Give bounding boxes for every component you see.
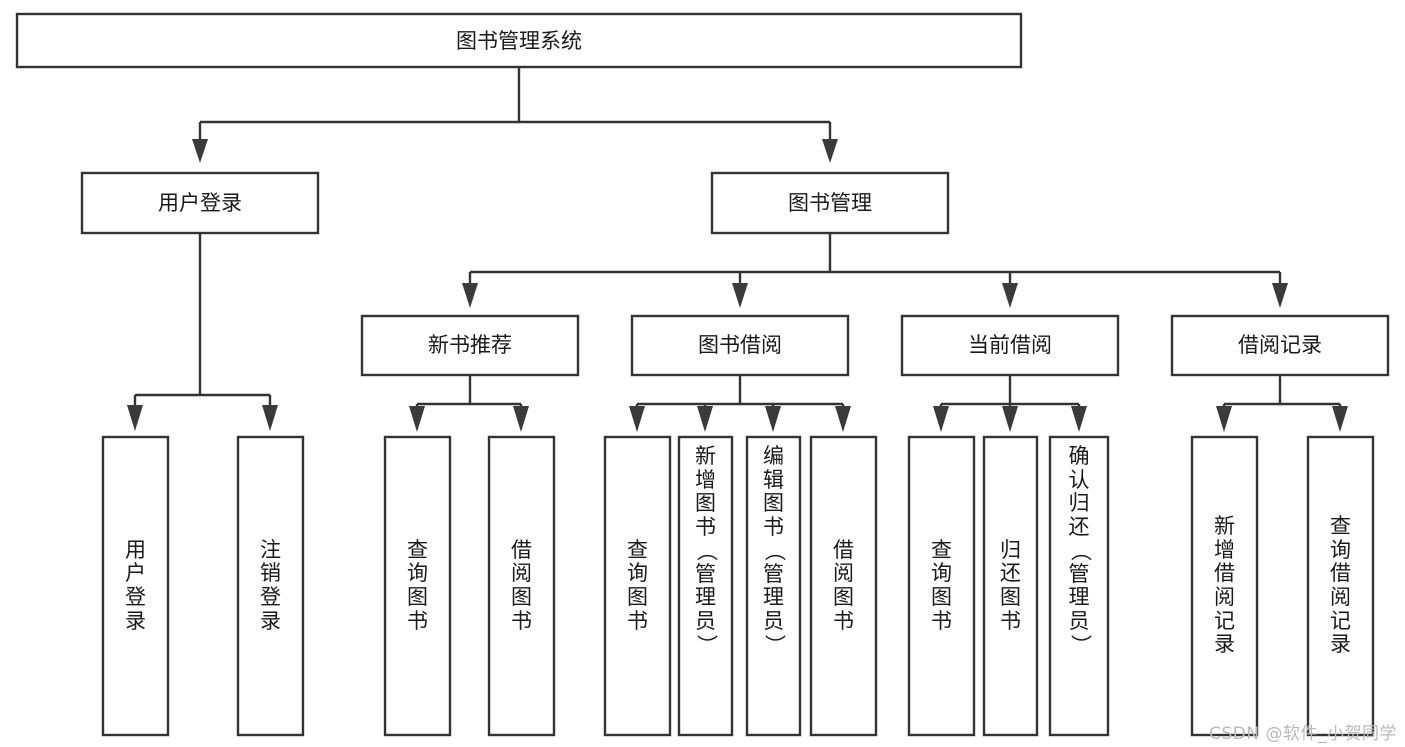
leaf-box-return-book[interactable] (982, 435, 1039, 737)
node-borrow-record-box[interactable] (1170, 314, 1390, 377)
leaf-box-add-book[interactable] (677, 435, 734, 737)
node-user-login-box[interactable] (80, 171, 320, 235)
arrow-user-login-leaf-2 (262, 405, 278, 431)
node-book-management-label: 图书管理 (788, 191, 872, 215)
arrow-root-to-book-management (822, 139, 838, 163)
connector-layer (127, 67, 1348, 432)
arrow-bm-to-current-borrow (1002, 283, 1018, 308)
node-root-label: 图书管理系统 (456, 29, 582, 53)
node-root-box[interactable] (15, 12, 1023, 69)
leaf-box-confirm-return[interactable] (1048, 435, 1110, 737)
arrow-cb-leaf-3 (1071, 406, 1087, 432)
node-book-borrow-label: 图书借阅 (698, 333, 782, 357)
arrow-nb-leaf-1 (409, 406, 425, 432)
node-new-book-recommend-label: 新书推荐 (428, 333, 512, 357)
arrow-bm-to-new-book-recommend (462, 283, 478, 308)
node-book-management-box[interactable] (710, 171, 950, 235)
arrow-cb-leaf-2 (1002, 406, 1018, 432)
arrow-root-to-user-login (192, 139, 208, 163)
leaf-box-query-book-2[interactable] (603, 435, 672, 737)
arrow-nb-leaf-2 (513, 406, 529, 432)
node-new-book-recommend-box[interactable] (360, 314, 580, 377)
arrow-bm-to-book-borrow (732, 283, 748, 308)
leaf-box-edit-book[interactable] (745, 435, 802, 737)
leaf-box-query-record[interactable] (1306, 435, 1375, 737)
node-user-login-label: 用户登录 (158, 191, 242, 215)
arrow-bb-leaf-1 (629, 406, 645, 432)
leaf-box-query-book-3[interactable] (907, 435, 976, 737)
arrow-br-leaf-1 (1216, 406, 1232, 432)
arrow-br-leaf-2 (1332, 406, 1348, 432)
leaf-box-query-book-1[interactable] (383, 435, 452, 737)
node-current-borrow-box[interactable] (900, 314, 1120, 377)
leaf-box-borrow-book-2[interactable] (809, 435, 878, 737)
node-book-borrow-box[interactable] (630, 314, 850, 377)
node-current-borrow-label: 当前借阅 (968, 333, 1052, 357)
arrow-bm-to-borrow-record (1272, 283, 1288, 308)
arrow-bb-leaf-3 (765, 406, 781, 432)
node-borrow-record-label: 借阅记录 (1238, 333, 1322, 357)
arrow-bb-leaf-2 (697, 406, 713, 432)
node-layer: 图书管理系统 用户登录 图书管理 新书推荐 图书借阅 当前借阅 借阅记录 (15, 12, 1390, 737)
leaf-box-borrow-book-1[interactable] (487, 435, 556, 737)
arrow-user-login-leaf-1 (127, 405, 143, 431)
leaf-box-user-login[interactable] (101, 435, 170, 737)
arrow-cb-leaf-1 (933, 406, 949, 432)
leaf-box-logout-login[interactable] (236, 435, 305, 737)
arrow-bb-leaf-4 (835, 406, 851, 432)
leaf-box-add-record[interactable] (1190, 435, 1259, 737)
